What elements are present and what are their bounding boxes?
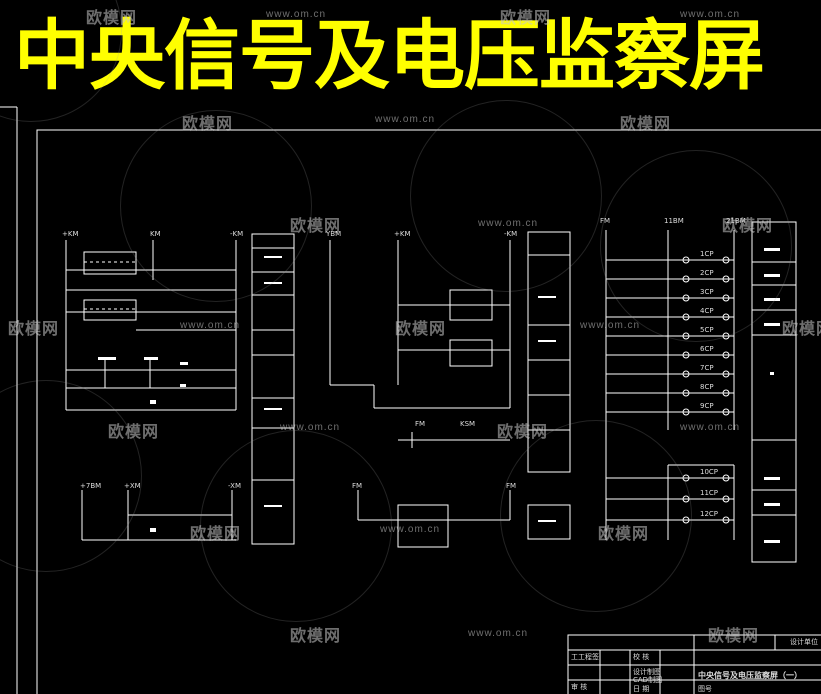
middle-label: KSM bbox=[460, 420, 476, 428]
middle-label: FM bbox=[506, 482, 517, 490]
tap-lamp bbox=[682, 332, 690, 340]
lower-tap-label: 11CP bbox=[700, 489, 719, 497]
title-block-row-label: 日 期 bbox=[633, 685, 650, 693]
tap-label: 1CP bbox=[700, 250, 714, 258]
tap-lamp bbox=[722, 294, 730, 302]
right-top-label: 21BM bbox=[726, 217, 746, 225]
tap-lamp bbox=[682, 294, 690, 302]
tap-label: 8CP bbox=[700, 383, 714, 391]
left-label: KM bbox=[150, 230, 161, 238]
title-block-school: 设计单位 bbox=[790, 638, 818, 646]
middle-label: -KM bbox=[504, 230, 518, 238]
left-bottom-label: -XM bbox=[228, 482, 242, 490]
lower-tap-lamp bbox=[682, 516, 690, 524]
title-block bbox=[567, 634, 821, 694]
left-label: -KM bbox=[230, 230, 244, 238]
drawing-number-label: 图号 bbox=[698, 685, 712, 693]
title-block-left-label: 工工程签 bbox=[571, 653, 599, 661]
title-block-row-label: 设计制图 bbox=[633, 668, 661, 676]
tap-label: 9CP bbox=[700, 402, 714, 410]
left-label: +KM bbox=[62, 230, 79, 238]
tap-lamp bbox=[722, 256, 730, 264]
right-terminal-strip bbox=[751, 221, 797, 563]
right-top-label: FM bbox=[600, 217, 611, 225]
tap-lamp bbox=[722, 313, 730, 321]
drawing-name: 中央信号及电压监察屏（一） bbox=[698, 671, 802, 680]
middle-label: FM bbox=[415, 420, 426, 428]
tap-label: 6CP bbox=[700, 345, 714, 353]
lower-tap-label: 12CP bbox=[700, 510, 719, 518]
left-terminal-strip bbox=[251, 233, 295, 545]
middle-label: FM bbox=[352, 482, 363, 490]
middle-label: YBM bbox=[326, 230, 342, 238]
tap-lamp bbox=[682, 370, 690, 378]
tap-label: 7CP bbox=[700, 364, 714, 372]
left-bottom-label: +XM bbox=[124, 482, 141, 490]
left-contacts bbox=[98, 357, 188, 532]
tap-lamp bbox=[682, 351, 690, 359]
title-block-left-label: 审 核 bbox=[571, 683, 588, 691]
lower-tap-lamp bbox=[722, 495, 730, 503]
middle-circuit bbox=[329, 240, 511, 548]
tap-lamp bbox=[722, 351, 730, 359]
left-bottom-label: +7BM bbox=[80, 482, 102, 490]
tap-lamp bbox=[722, 275, 730, 283]
tap-rows bbox=[606, 256, 734, 524]
drawing-frame bbox=[0, 106, 821, 694]
tap-label: 4CP bbox=[700, 307, 714, 315]
left-circuit bbox=[65, 240, 237, 541]
tap-label: 2CP bbox=[700, 269, 714, 277]
lower-tap-lamp bbox=[722, 516, 730, 524]
tap-lamp bbox=[682, 275, 690, 283]
middle-terminal-strip bbox=[527, 231, 571, 540]
right-strip-marks bbox=[264, 248, 780, 543]
title-block-row-label: CAD制图 bbox=[633, 676, 663, 684]
lower-tap-lamp bbox=[682, 474, 690, 482]
tap-lamp bbox=[682, 389, 690, 397]
tap-lamp bbox=[682, 256, 690, 264]
tap-lamp bbox=[682, 408, 690, 416]
right-top-label: 11BM bbox=[664, 217, 684, 225]
lower-tap-label: 10CP bbox=[700, 468, 719, 476]
title-block-row-label: 校 核 bbox=[633, 653, 650, 661]
tap-lamp bbox=[722, 408, 730, 416]
tap-lamp bbox=[722, 389, 730, 397]
drawing-title: 中央信号及电压监察屏 bbox=[14, 11, 765, 100]
tap-label: 5CP bbox=[700, 326, 714, 334]
tap-lamp bbox=[722, 370, 730, 378]
tap-lamp bbox=[682, 313, 690, 321]
tap-label: 3CP bbox=[700, 288, 714, 296]
middle-label: +KM bbox=[394, 230, 411, 238]
tap-lamp bbox=[722, 332, 730, 340]
lower-tap-lamp bbox=[682, 495, 690, 503]
lower-tap-lamp bbox=[722, 474, 730, 482]
